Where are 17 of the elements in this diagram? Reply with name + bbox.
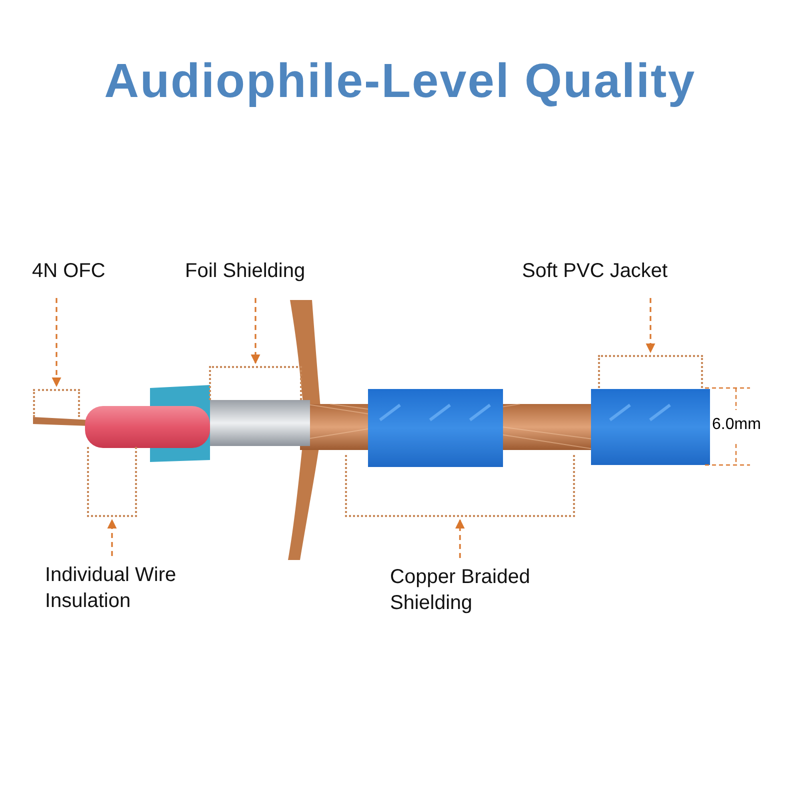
leader-arrow (52, 298, 62, 387)
part-label: Foil Shielding (185, 259, 306, 284)
part-bracket (345, 455, 575, 517)
part-label: Individual Wire Insulation (45, 563, 178, 614)
part-label: Copper Braided Shielding (390, 565, 532, 616)
part-bracket (598, 355, 703, 388)
leader-arrow (107, 519, 117, 556)
dimension-label: 6.0mm (712, 415, 761, 435)
part-bracket (87, 447, 137, 517)
part-label: 4N OFC (32, 259, 106, 284)
leader-arrow (250, 298, 260, 364)
part-bracket (33, 389, 80, 417)
part-bracket (209, 366, 302, 400)
leader-arrow (646, 298, 656, 353)
part-label: Soft PVC Jacket (522, 259, 669, 284)
leader-arrow (455, 519, 465, 558)
title: Audiophile-Level Quality (103, 54, 697, 110)
